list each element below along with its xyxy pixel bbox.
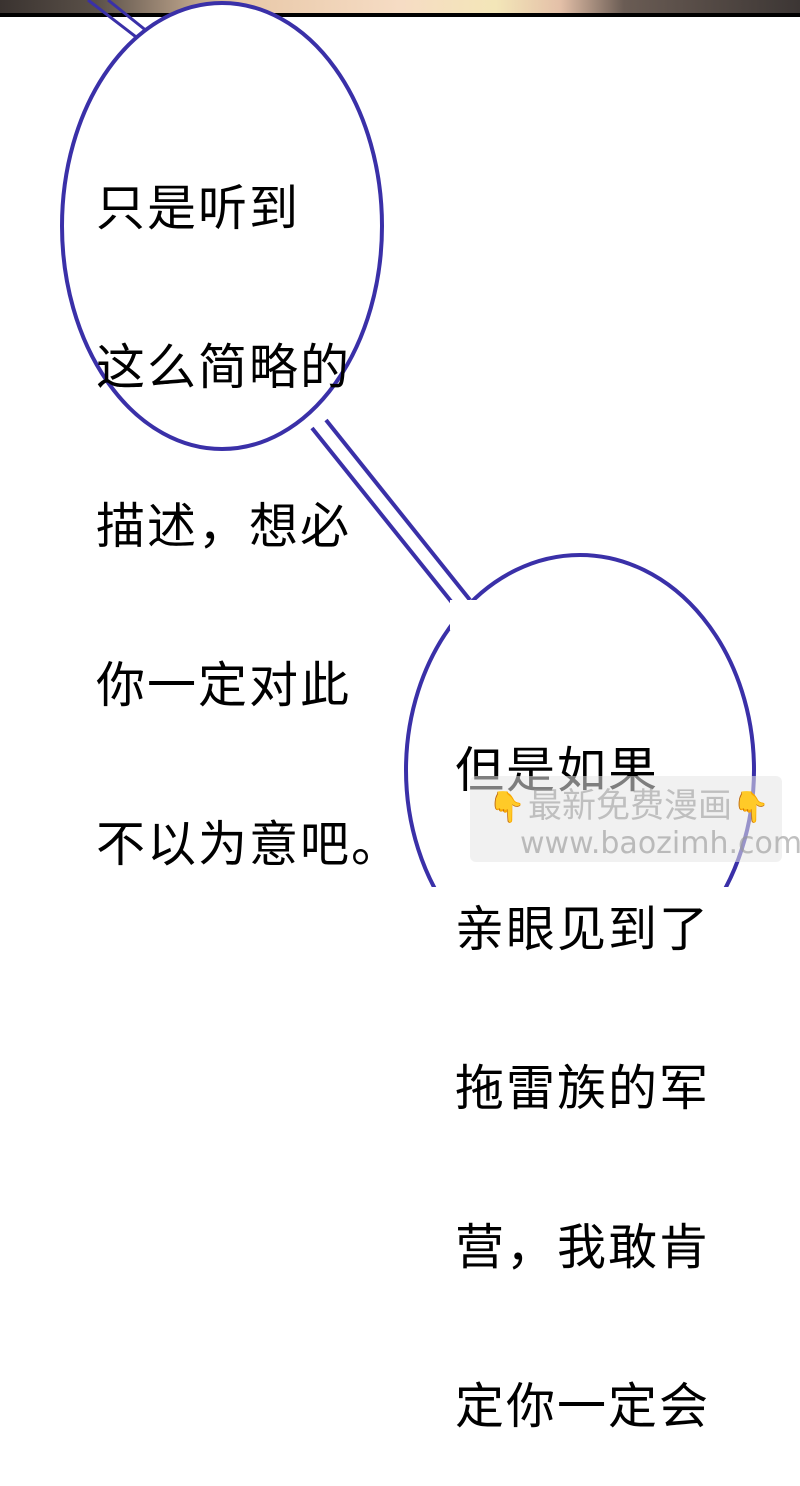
text-line: 这么简略的 [96, 339, 352, 396]
watermark-text-2: www.baozimh.com [520, 826, 800, 861]
text-line: 你一定对此 [96, 657, 352, 714]
watermark-text-1: 最新免费漫画 [528, 786, 732, 826]
bubble-connector-tail [310, 418, 472, 612]
text-line: 拖雷族的军 [455, 1060, 711, 1117]
bubble-2-text: 但是如果 亲眼见到了 拖雷族的军 营，我敢肯 定你一定会 [455, 638, 710, 1486]
watermark-banner [470, 776, 782, 862]
bubble-1-text: 只是听到 这么简略的 描述，想必 你一定对此 不以为意吧。 [96, 76, 402, 924]
pointing-down-hand-icon: 👇 [488, 790, 526, 825]
text-line: 描述，想必 [96, 498, 352, 555]
pointing-down-hand-icon: 👇 [732, 790, 770, 825]
bubble-1-top-tail [87, 0, 149, 42]
text-line: 亲眼见到了 [455, 901, 711, 958]
text-line: 不以为意吧。 [96, 816, 403, 873]
text-line: 定你一定会 [455, 1378, 711, 1435]
text-line: 营，我敢肯 [455, 1219, 711, 1276]
speech-bubble-1 [60, 1, 384, 451]
text-line: 只是听到 [96, 180, 301, 237]
